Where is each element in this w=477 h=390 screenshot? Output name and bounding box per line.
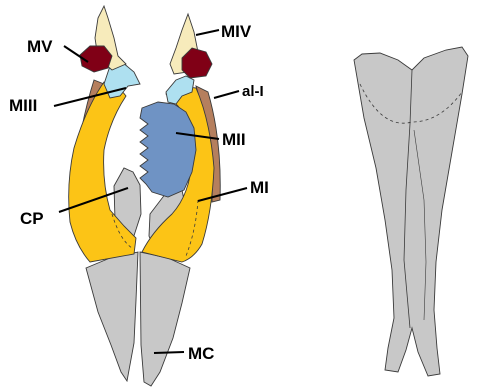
mc-right-plate <box>140 252 190 386</box>
miv-leader <box>196 30 219 35</box>
label-al-i: al-I <box>242 83 264 100</box>
label-miv: MIV <box>221 22 252 41</box>
mv-structure <box>80 46 212 78</box>
label-mii: MII <box>222 130 246 149</box>
mc-left-plate <box>86 252 138 381</box>
al-i-leader <box>214 91 239 98</box>
label-mc: MC <box>188 344 214 363</box>
label-mv: MV <box>27 37 53 56</box>
mc-structure <box>86 252 190 386</box>
left-dissection: MV MIV MIII al-I MII MI CP MC <box>9 6 269 386</box>
mc-leader <box>154 352 184 353</box>
mii-plate <box>140 102 196 197</box>
label-cp: CP <box>20 209 44 228</box>
label-miii: MIII <box>9 96 37 115</box>
right-specimen <box>354 47 468 376</box>
mii-structure <box>140 102 196 197</box>
label-mi: MI <box>250 178 269 197</box>
